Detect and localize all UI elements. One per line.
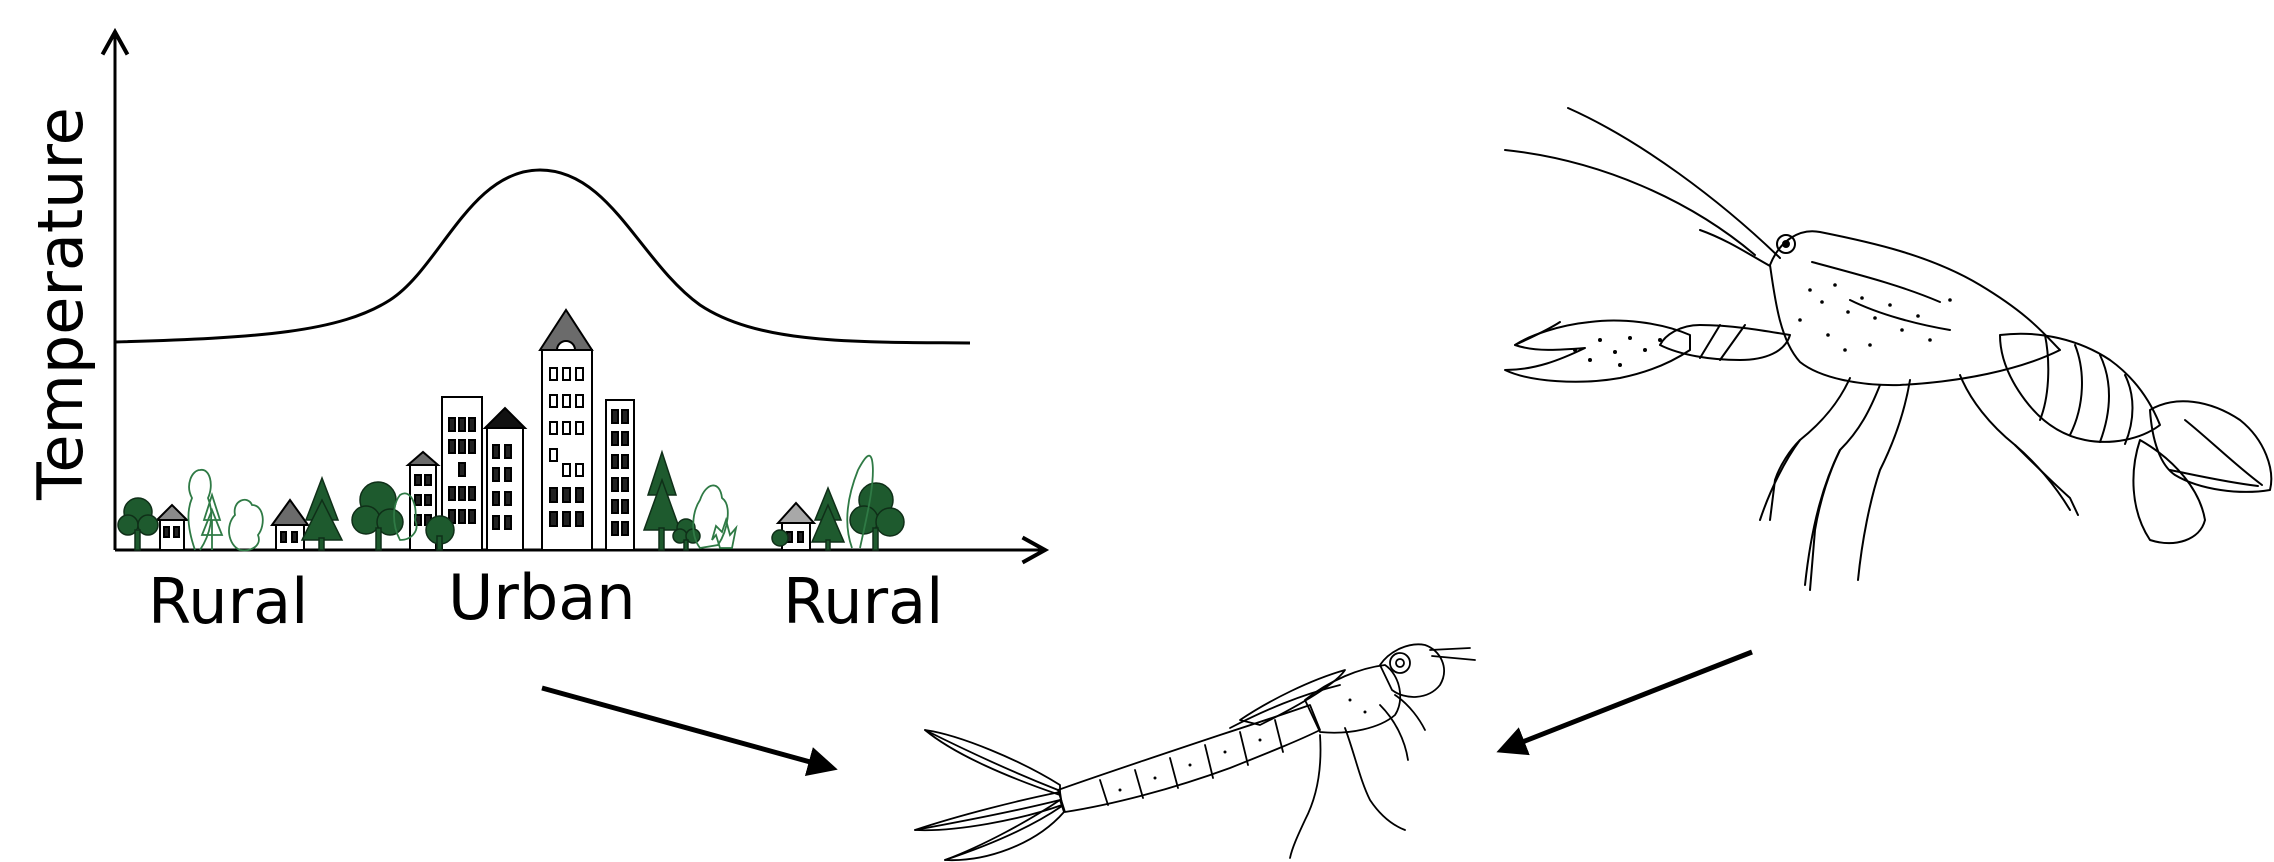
- nymph-wingpad: [1240, 670, 1345, 725]
- nymph-head: [1380, 644, 1444, 697]
- crayfish-leg: [1858, 380, 1910, 580]
- tree-icon: [850, 483, 904, 550]
- nymph-abdomen: [1058, 705, 1320, 812]
- house-icon: [157, 505, 187, 550]
- house-icon: [272, 500, 308, 550]
- crayfish-illustration: [1505, 108, 2271, 590]
- tree-icon: [772, 530, 788, 546]
- city-skyline: [157, 310, 814, 550]
- x-label-urban: Urban: [448, 561, 636, 634]
- crayfish-carapace: [1770, 231, 2060, 385]
- temperature-curve: [115, 170, 970, 343]
- nymph-leg: [1345, 728, 1405, 830]
- crayfish-antenna: [1568, 108, 1780, 258]
- building-icon: [540, 310, 592, 550]
- crayfish-leg: [1810, 385, 1880, 590]
- crayfish-abdomen: [2000, 334, 2160, 442]
- nymph-thorax: [1305, 665, 1400, 733]
- nymph-leg: [1290, 735, 1320, 858]
- building-icon: [606, 400, 634, 550]
- tree-icon: [812, 488, 844, 550]
- nymph-illustration: [915, 644, 1475, 860]
- arrow-left-to-nymph: [542, 688, 832, 768]
- crayfish-claw: [1505, 321, 1690, 382]
- x-label-rural-right: Rural: [783, 565, 943, 638]
- building-icon: [485, 408, 525, 550]
- nymph-gill: [915, 792, 1062, 830]
- tree-outline-icon: [229, 500, 263, 551]
- tree-icon: [302, 478, 342, 550]
- y-axis-label: Temperature: [24, 107, 97, 501]
- nymph-leg: [1380, 695, 1425, 760]
- nymph-gill: [945, 800, 1064, 860]
- tree-icon: [118, 498, 158, 550]
- tree-icon: [352, 482, 403, 550]
- arrow-right-to-nymph: [1502, 652, 1752, 750]
- heat-island-chart: Temperature Rural Urban Rural: [24, 32, 1045, 638]
- x-label-rural-left: Rural: [148, 565, 308, 638]
- crayfish-leg: [1770, 378, 1850, 520]
